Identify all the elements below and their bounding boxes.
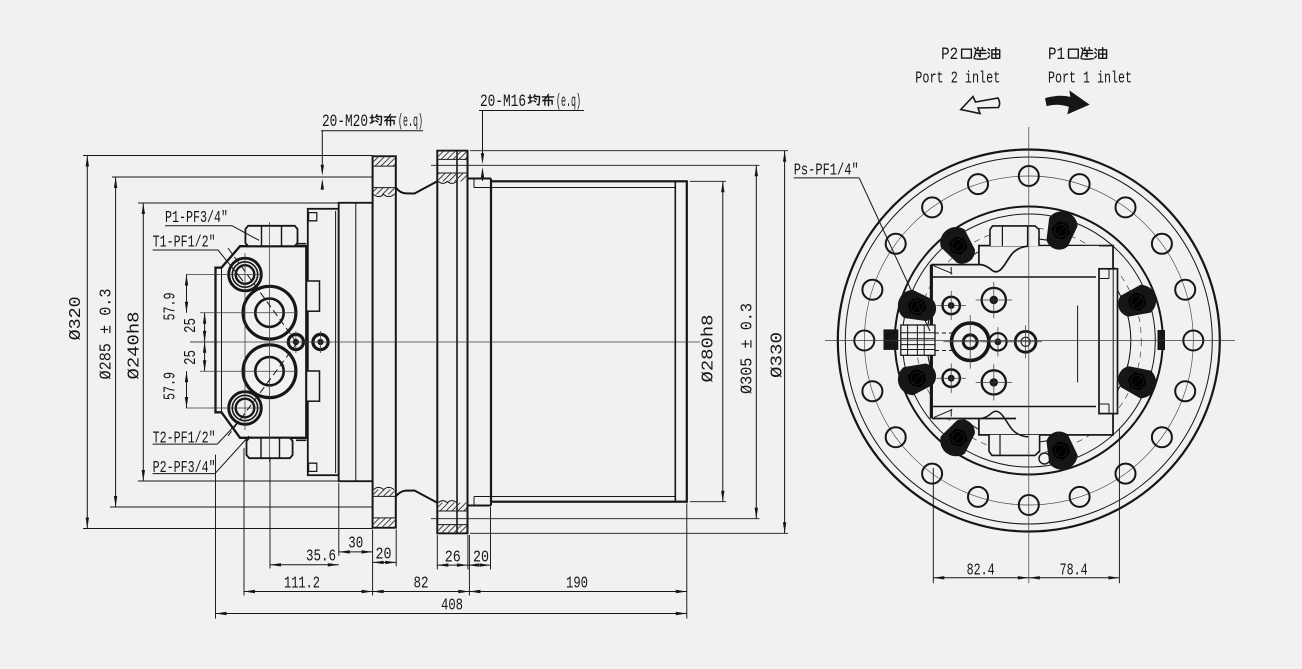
svg-text:Ø330: Ø330	[768, 332, 787, 378]
svg-text:20: 20	[473, 548, 489, 567]
svg-text:Ø240h8: Ø240h8	[125, 312, 144, 380]
svg-text:Ø280h8: Ø280h8	[699, 315, 718, 383]
svg-text:20-M16: 20-M16	[480, 92, 526, 112]
svg-text:82: 82	[414, 575, 429, 594]
svg-text:Ps-PF1/4": Ps-PF1/4"	[794, 161, 859, 180]
svg-text:35.6: 35.6	[306, 547, 336, 566]
svg-text:Ø320: Ø320	[66, 296, 85, 340]
svg-text:Ø305 ± 0.3: Ø305 ± 0.3	[738, 303, 757, 394]
svg-text:111.2: 111.2	[284, 575, 320, 594]
svg-text:T2-PF1/2": T2-PF1/2"	[153, 430, 216, 449]
svg-text:T1-PF1/2": T1-PF1/2"	[153, 233, 216, 252]
svg-text:Ø285 ± 0.3: Ø285 ± 0.3	[97, 289, 116, 380]
svg-text:30: 30	[348, 534, 363, 553]
svg-text:20: 20	[376, 545, 392, 564]
svg-text:(e.q): (e.q)	[556, 92, 581, 112]
svg-text:57.9: 57.9	[162, 372, 181, 400]
svg-text:Port 1 inlet: Port 1 inlet	[1048, 70, 1132, 89]
svg-text:P1: P1	[1048, 45, 1065, 65]
svg-text:(e.q): (e.q)	[398, 112, 423, 132]
svg-text:25: 25	[182, 350, 201, 365]
svg-text:57.9: 57.9	[162, 293, 181, 321]
svg-text:78.4: 78.4	[1060, 562, 1088, 581]
svg-text:Port 2 inlet: Port 2 inlet	[915, 70, 1000, 89]
svg-text:25: 25	[182, 318, 201, 333]
svg-text:26: 26	[445, 548, 461, 567]
svg-text:P2: P2	[941, 45, 958, 65]
svg-text:190: 190	[566, 575, 588, 594]
svg-text:82.4: 82.4	[967, 562, 995, 581]
svg-text:P2-PF3/4": P2-PF3/4"	[153, 459, 216, 478]
svg-text:P1-PF3/4": P1-PF3/4"	[165, 209, 228, 228]
svg-text:408: 408	[441, 597, 463, 616]
svg-text:20-M20: 20-M20	[322, 112, 368, 132]
